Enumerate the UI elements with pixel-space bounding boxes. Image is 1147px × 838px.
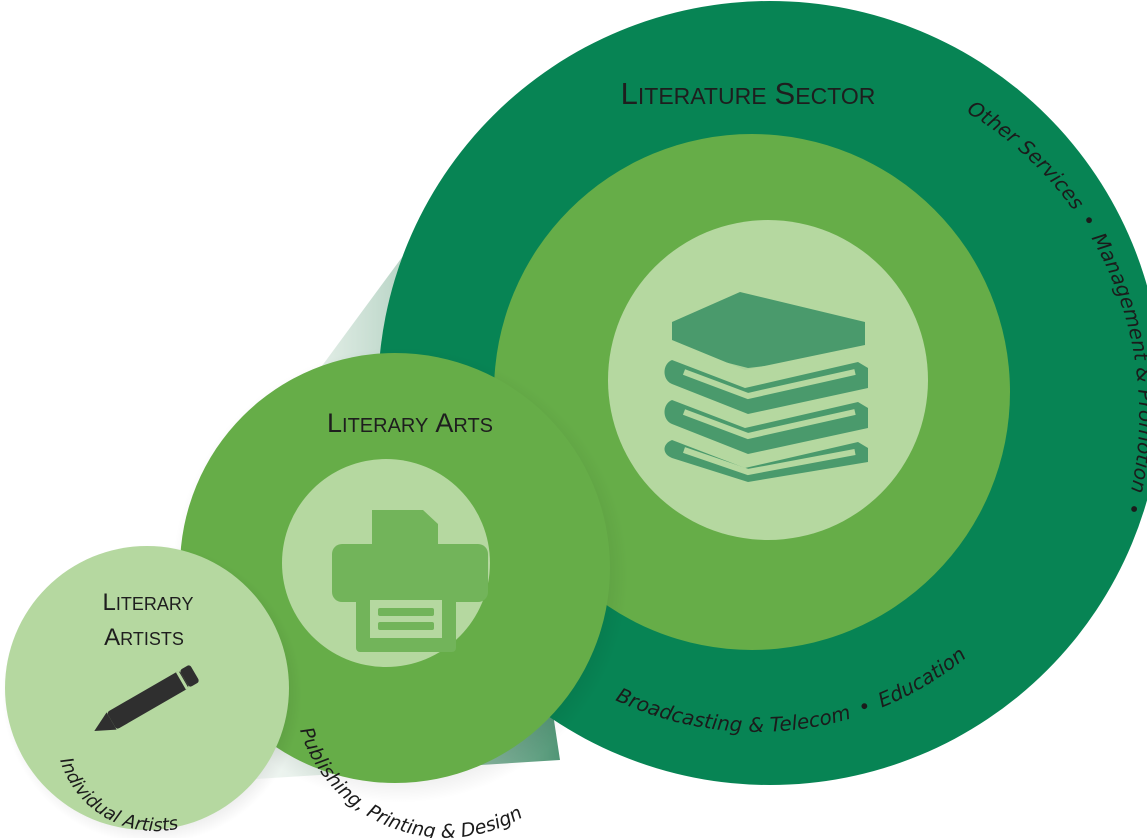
- artists-title-line2: ARTISTS: [104, 624, 184, 651]
- artists-circle: [5, 546, 289, 830]
- sector-inner-circle: [608, 220, 928, 540]
- books-stack-icon: [664, 292, 868, 482]
- pencil-icon: [94, 665, 199, 731]
- printer-icon: [332, 510, 488, 652]
- artists-title-line1: LITERARY: [102, 589, 193, 616]
- literary-artists-group: LITERARY ARTISTS Individual Artists: [2, 544, 302, 838]
